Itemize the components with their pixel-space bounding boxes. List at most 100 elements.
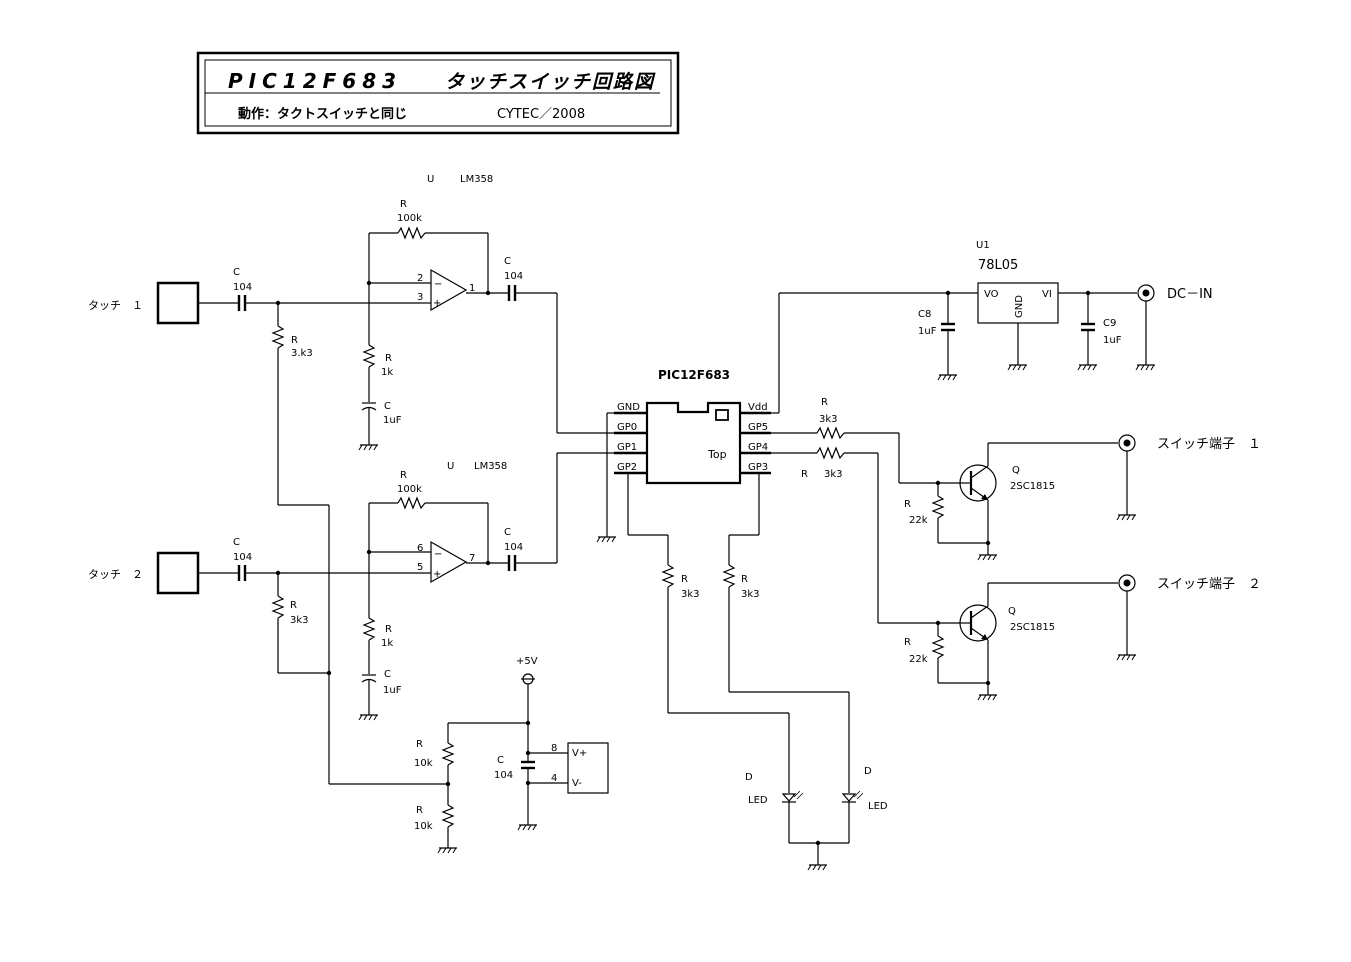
rf2-ref: R: [400, 470, 407, 481]
mcu: PIC12F683 Top GND GP0 GP1 GP2 Vdd GP5 GP…: [614, 368, 771, 485]
svg-text:+: +: [433, 569, 441, 580]
c8-val: 1uF: [918, 326, 937, 337]
mcu-name: PIC12F683: [658, 368, 730, 382]
led-r1-ref: R: [681, 574, 688, 585]
cout1-val: 104: [504, 271, 523, 282]
rf2-val: 100k: [397, 484, 422, 495]
mcu-pin-vdd: Vdd: [748, 402, 768, 413]
rb2-ref: R: [904, 637, 911, 648]
svg-text:+: +: [433, 298, 441, 309]
title-sub: タッチスイッチ回路図: [445, 71, 656, 93]
rin1-ref: R: [291, 335, 298, 346]
led-r2-ref: R: [741, 574, 748, 585]
dcin-label: DC－IN: [1167, 287, 1213, 302]
cout2-val: 104: [504, 542, 523, 553]
q2-val: 2SC1815: [1010, 622, 1055, 633]
reg-ref: U1: [976, 240, 990, 251]
svg-text:−: −: [434, 279, 442, 290]
rg2-ref: R: [385, 624, 392, 635]
opamp2-pin-inv: 6: [417, 543, 423, 554]
opamp1-pin-inv: 2: [417, 273, 423, 284]
power-vplus: V+: [572, 748, 587, 759]
power-pin8: 8: [551, 743, 557, 754]
bias-r2-val: 10k: [414, 821, 433, 832]
opamp1: − + 2 3 1 U LM358: [417, 174, 493, 312]
opamp2-pin-noninv: 5: [417, 562, 423, 573]
title-credit: CYTEC／2008: [497, 107, 585, 122]
cin2-ref: C: [233, 537, 240, 548]
opamp1-pin-out: 1: [469, 283, 475, 294]
led1-ref: D: [745, 772, 753, 783]
cg1-val: 1uF: [383, 415, 402, 426]
reg-vi: VI: [1042, 289, 1052, 300]
r-gp5-val: 3k3: [819, 414, 838, 425]
reg-gnd: GND: [1014, 295, 1025, 318]
transistor-q2: Q 2SC1815: [959, 604, 1055, 642]
r-gp4-ref: R: [801, 469, 808, 480]
mcu-top: Top: [707, 448, 727, 461]
rf1-val: 100k: [397, 213, 422, 224]
led1-val: LED: [748, 795, 768, 806]
vcc-label: +5V: [516, 656, 538, 667]
q2-ref: Q: [1008, 606, 1016, 617]
opamp2: − + 6 5 7 U LM358: [417, 461, 507, 584]
cg1-ref: C: [384, 401, 391, 412]
led-r2-val: 3k3: [741, 589, 760, 600]
sw2-label: スイッチ端子 ２: [1157, 577, 1261, 592]
cin2-val: 104: [233, 552, 252, 563]
opamp1-model: LM358: [460, 174, 493, 185]
c9-ref: C9: [1103, 318, 1116, 329]
led-r1-val: 3k3: [681, 589, 700, 600]
opamp2-model: LM358: [474, 461, 507, 472]
title-main: PIC12F683: [228, 69, 402, 93]
r-gp4-val: 3k3: [824, 469, 843, 480]
power-pin4: 4: [551, 773, 557, 784]
q1-ref: Q: [1012, 465, 1020, 476]
touch2-pad: [156, 551, 200, 595]
rf1-ref: R: [400, 199, 407, 210]
r-gp5-ref: R: [821, 397, 828, 408]
q1-val: 2SC1815: [1010, 481, 1055, 492]
vcc-symbol: +5V: [516, 656, 538, 685]
rg1-ref: R: [385, 353, 392, 364]
c9-val: 1uF: [1103, 335, 1122, 346]
led1: D LED: [745, 772, 804, 806]
opamp2-ref: U: [447, 461, 454, 472]
opamp1-pin-noninv: 3: [417, 292, 423, 303]
title-operation: 動作：タクトスイッチと同じ: [238, 106, 407, 122]
reg-model: 78L05: [978, 258, 1018, 273]
rin1-val: 3.k3: [291, 348, 313, 359]
power-vminus: V-: [572, 778, 582, 789]
touch2-label: タッチ ２: [88, 568, 143, 581]
mcu-pin-gp5: GP5: [748, 422, 768, 433]
touch1-input: タッチ １: [88, 281, 200, 325]
regulator: VO VI GND U1 78L05: [976, 240, 1059, 324]
sw1-label: スイッチ端子 １: [1157, 437, 1261, 452]
transistor-q1: Q 2SC1815: [959, 464, 1055, 502]
rb1-val: 22k: [909, 515, 928, 526]
bypass-c-ref: C: [497, 755, 504, 766]
opamp-power-block: V+ V- 8 4: [551, 742, 609, 794]
bypass-c-val: 104: [494, 770, 513, 781]
rin2-val: 3k3: [290, 615, 309, 626]
cin1-ref: C: [233, 267, 240, 278]
mcu-pin-gp4: GP4: [748, 442, 768, 453]
c8-ref: C8: [918, 309, 931, 320]
led2-ref: D: [864, 766, 872, 777]
title-block: PIC12F683 タッチスイッチ回路図 動作：タクトスイッチと同じ CYTEC…: [196, 51, 680, 135]
opamp2-pin-out: 7: [469, 553, 475, 564]
cg2-ref: C: [384, 669, 391, 680]
bias-r1-ref: R: [416, 739, 423, 750]
touch1-label: タッチ １: [88, 299, 143, 312]
mcu-pin-gp1: GP1: [617, 442, 637, 453]
mcu-pin-gp0: GP0: [617, 422, 637, 433]
reg-vo: VO: [984, 289, 999, 300]
mcu-pin-gp3: GP3: [748, 462, 768, 473]
bias-r2-ref: R: [416, 805, 423, 816]
cin1-val: 104: [233, 282, 252, 293]
cout2-ref: C: [504, 527, 511, 538]
led2-val: LED: [868, 801, 888, 812]
mcu-pin-gnd: GND: [617, 402, 640, 413]
touch1-pad: [156, 281, 200, 325]
